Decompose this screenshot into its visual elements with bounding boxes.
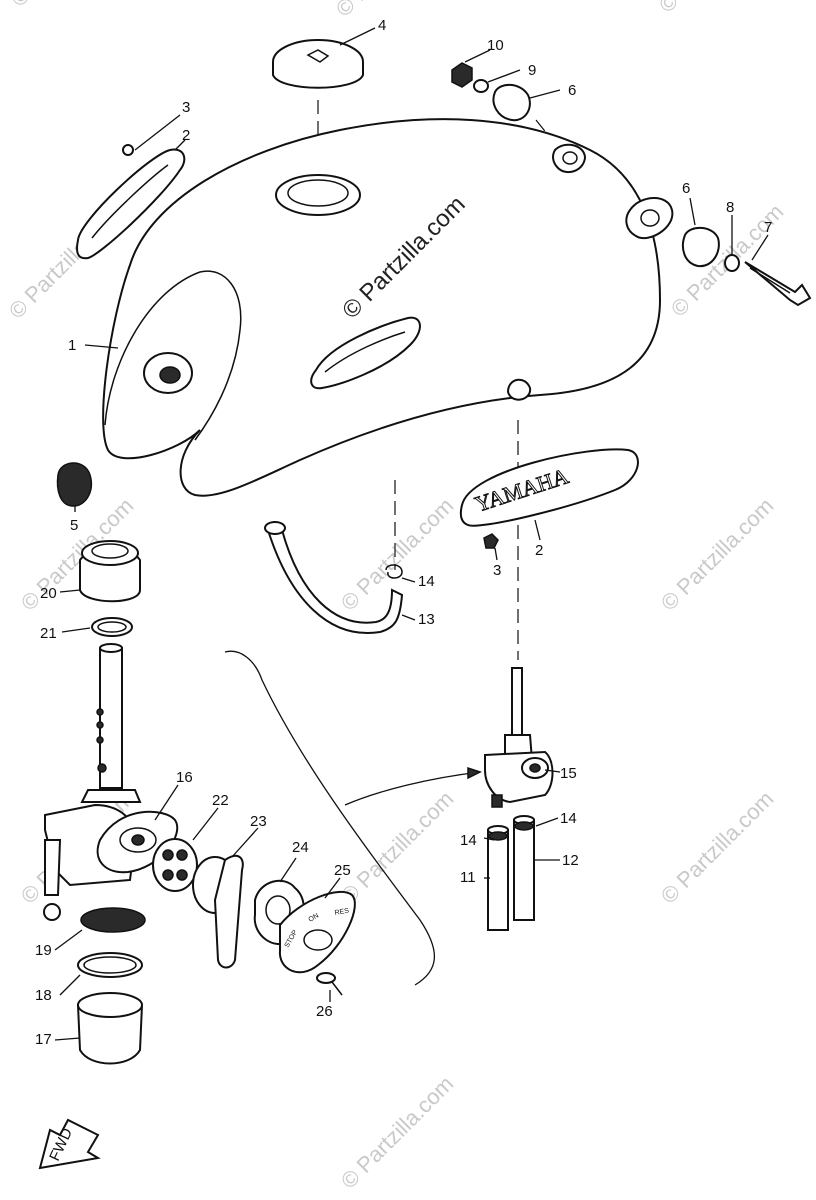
callout-7: 7 [764,219,772,236]
filler-neck [275,174,361,216]
callout-21: 21 [40,625,57,642]
callout-8: 8 [726,199,734,216]
callout-23: 23 [250,813,267,830]
callout-22: 22 [212,792,229,809]
watermark: © Partzilla.com [656,493,779,616]
callout-17: 17 [35,1031,52,1048]
callout-11: 11 [460,869,476,886]
watermark: © Partzilla.com [656,786,779,909]
callout-24: 24 [292,839,309,856]
fuel-hose-left [487,825,509,931]
callout-14: 14 [560,810,577,827]
callout-20: 20 [40,585,57,602]
fuel-cap [272,39,364,89]
callout-19: 19 [35,942,52,959]
watermark: © Partzilla.com [336,1071,459,1194]
callout-2: 2 [535,542,543,559]
plate-screw [316,972,343,996]
callout-3: 3 [182,99,190,116]
o-ring-gasket [91,617,133,637]
knee-pad-left [76,144,186,260]
fuel-cock-assembly-small [484,667,554,808]
fuel-cock-body [43,643,179,921]
callout-26: 26 [316,1003,333,1020]
fuel-cock-locknut [79,540,141,603]
callout-14: 14 [418,573,435,590]
o-ring [77,952,143,978]
callout-9: 9 [528,62,536,79]
rear-mount-hardware [625,197,812,307]
callout-13: 13 [418,611,435,628]
fuel-cock-lever [192,854,244,969]
callout-6: 6 [568,82,576,99]
callout-18: 18 [35,987,52,1004]
tank-emblem: YAMAHA [459,448,639,549]
callout-5: 5 [70,517,78,534]
front-mount-hardware [451,62,587,174]
fuel-hose [264,521,404,634]
hose-clip [385,564,403,579]
watermark: © Partzilla.com [654,0,777,18]
callout-14: 14 [460,832,477,849]
callout-3: 3 [493,562,501,579]
callout-25: 25 [334,862,351,879]
detail-arrow [344,771,481,806]
watermark: © Partzilla.com [331,0,454,22]
fuel-filter [80,907,146,933]
fuel-hose-right [513,815,535,921]
callouts: 1 2 2 3 3 4 5 6 6 7 8 9 10 11 12 13 14 1… [35,17,772,1048]
watermark: © Partzilla.com [6,0,129,12]
callout-4: 4 [378,17,386,34]
plate-label-on: ON [308,912,321,923]
detail-boundary-line [224,650,436,986]
callout-6: 6 [682,180,690,197]
lever-gasket [152,838,198,892]
cock-plate: STOP ON RES [278,890,356,974]
plate-label-res: RES [334,908,350,917]
leader-lines [54,27,769,1041]
callout-1: 1 [68,337,76,354]
rubber-damper [56,462,92,507]
callout-16: 16 [176,769,193,786]
callout-15: 15 [560,765,577,782]
callout-2: 2 [182,127,190,144]
fuel-tank [102,118,662,497]
callout-10: 10 [487,37,504,54]
filter-cup [76,992,144,1065]
callout-12: 12 [562,852,579,869]
fwd-arrow: FWD [38,1118,101,1170]
